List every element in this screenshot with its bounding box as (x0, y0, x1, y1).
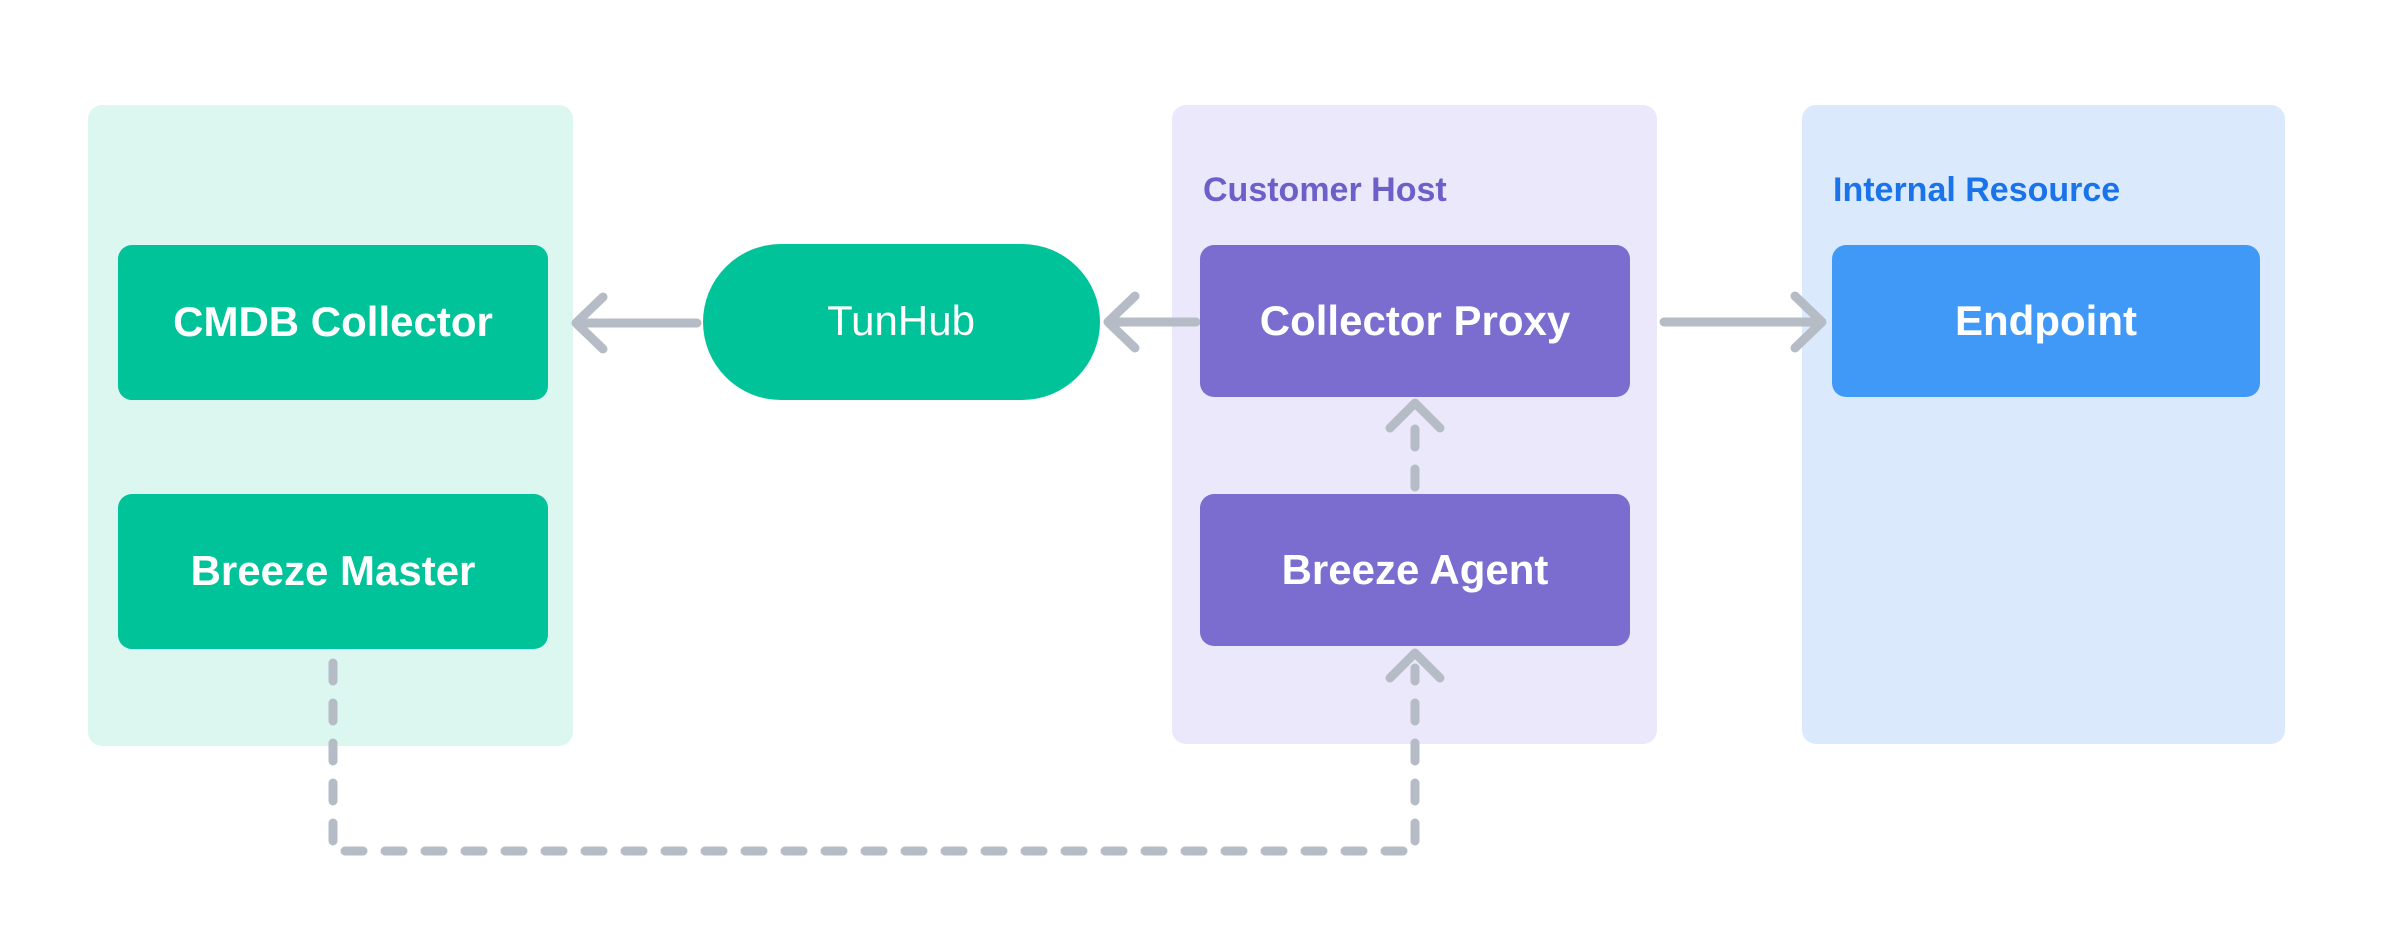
node-breeze-master-box[interactable] (118, 494, 548, 649)
node-cmdb-collector[interactable]: CMDB Collector (118, 245, 548, 400)
zone-label-group: Customer Host Internal Resource (1203, 171, 2120, 209)
node-cmdb-collector-label: CMDB Collector (173, 298, 493, 345)
node-cmdb-collector-box[interactable] (118, 245, 548, 400)
node-breeze-agent-label: Breeze Agent (1282, 546, 1549, 593)
connector-group (328, 291, 1827, 856)
node-endpoint-label: Endpoint (1955, 297, 2137, 344)
connector-breeze-agent-to-collector-proxy (1385, 398, 1445, 492)
node-breeze-agent-box[interactable] (1200, 494, 1630, 646)
node-collector-proxy-box[interactable] (1200, 245, 1630, 397)
node-breeze-master[interactable]: Breeze Master (118, 494, 548, 649)
node-collector-proxy[interactable]: Collector Proxy (1200, 245, 1630, 397)
node-collector-proxy-label: Collector Proxy (1260, 297, 1571, 344)
connector-tunhub-to-cmdb-collector (571, 292, 702, 354)
node-tunhub-pill[interactable] (703, 244, 1100, 400)
zone-label-customer-host: Customer Host (1203, 171, 1447, 209)
node-breeze-agent[interactable]: Breeze Agent (1200, 494, 1630, 646)
node-tunhub[interactable]: TunHub (703, 244, 1100, 400)
connector-breeze-master-to-breeze-agent (328, 648, 1445, 856)
node-group: CMDB Collector Breeze Master TunHub Coll… (118, 244, 2260, 649)
zone-label-internal-resource: Internal Resource (1833, 171, 2120, 209)
node-endpoint[interactable]: Endpoint (1832, 245, 2260, 397)
zone-platform (88, 105, 573, 746)
node-endpoint-box[interactable] (1832, 245, 2260, 397)
connector-collector-proxy-to-endpoint (1659, 291, 1827, 353)
connector-collector-proxy-to-tunhub (1103, 291, 1201, 353)
node-tunhub-label: TunHub (827, 297, 975, 344)
node-breeze-master-label: Breeze Master (191, 547, 476, 594)
